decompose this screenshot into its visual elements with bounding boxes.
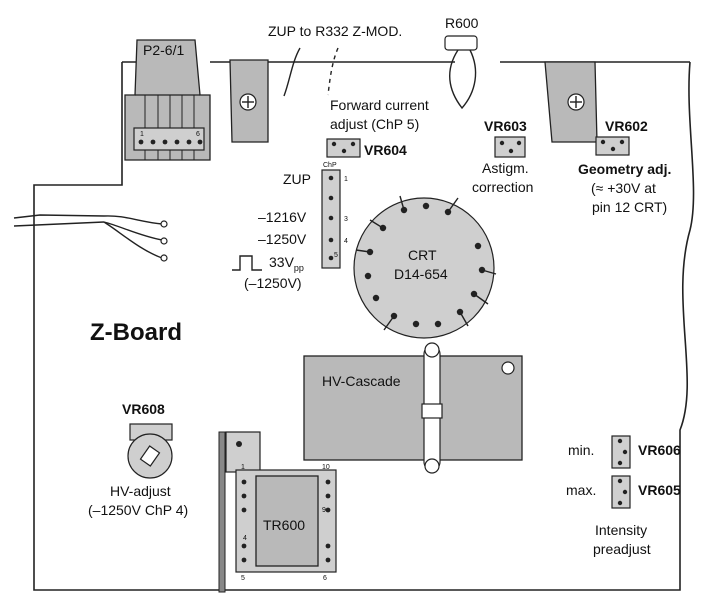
- chp-pin-4: 4: [344, 238, 348, 245]
- tr600-pin-4: 4: [243, 535, 247, 542]
- tr600-pin-9: 9: [322, 507, 326, 514]
- chp-label: ChP: [323, 162, 337, 169]
- connector-label: P2-6/1: [143, 42, 184, 58]
- intensity-line1: Intensity: [595, 522, 647, 538]
- tr600-pin-5: 5: [241, 575, 245, 582]
- tr600-pin-1: 1: [241, 464, 245, 471]
- chp-pin-5: 5: [334, 252, 338, 259]
- forward-current-line1: Forward current: [330, 97, 429, 113]
- chp-pin-3: 3: [344, 216, 348, 223]
- tr600-label: TR600: [263, 517, 305, 533]
- hv-adjust-line2: (–1250V ChP 4): [88, 502, 188, 518]
- astigm-line1: Astigm.: [482, 160, 529, 176]
- tr600: TR600 1 10 9 4 5 6: [218, 431, 337, 593]
- vr608: VR608 HV-adjust (–1250V ChP 4): [88, 401, 188, 518]
- crt-socket: CRT D14-654: [353, 195, 497, 339]
- screw-block-right: [544, 61, 598, 143]
- zup-r332-label: ZUP to R332 Z-MOD.: [268, 23, 402, 39]
- hv-cascade-label: HV-Cascade: [322, 373, 401, 389]
- z-board-title: Z-Board: [90, 319, 182, 346]
- geometry-line1: Geometry adj.: [578, 161, 671, 177]
- r600: R600: [444, 15, 479, 110]
- tr600-pin-6: 6: [323, 575, 327, 582]
- vr604: VR604: [326, 138, 407, 158]
- vr605-label: VR605: [638, 482, 681, 498]
- zup-label: ZUP: [283, 171, 311, 187]
- chp-pin-1: 1: [344, 176, 348, 183]
- vr606: min. VR606: [568, 435, 681, 469]
- max-label: max.: [566, 482, 596, 498]
- vr602-label: VR602: [605, 118, 648, 134]
- voltage-33: 33Vpp: [269, 254, 304, 273]
- crt-label-2: D14-654: [394, 266, 448, 282]
- voltage-1216: –1216V: [258, 209, 307, 225]
- connector-pin-6: 6: [196, 131, 200, 138]
- board-outline: [33, 61, 695, 591]
- vr603-label: VR603: [484, 118, 527, 134]
- hv-adjust-line1: HV-adjust: [110, 483, 171, 499]
- zup-r332-dashed: [327, 47, 339, 96]
- min-label: min.: [568, 442, 594, 458]
- vr602: VR602 Geometry adj. (≈ +30V at pin 12 CR…: [578, 118, 671, 215]
- vr606-label: VR606: [638, 442, 681, 458]
- intensity-line2: preadjust: [593, 541, 651, 557]
- tr600-pin-10: 10: [322, 464, 330, 471]
- geometry-line3: pin 12 CRT): [592, 199, 667, 215]
- vr605: max. VR605: [566, 475, 681, 509]
- hv-cascade: HV-Cascade: [303, 342, 523, 474]
- chp-strip: ZUP ChP 1 3 4 5: [283, 162, 348, 269]
- vr603: VR603 Astigm. correction: [472, 118, 533, 195]
- screw-block-left: [229, 59, 269, 143]
- vr604-label: VR604: [364, 142, 407, 158]
- connector-pin-1: 1: [140, 131, 144, 138]
- vr608-label: VR608: [122, 401, 165, 417]
- left-cables: [13, 214, 168, 262]
- zup-r332-wire: [283, 47, 301, 97]
- astigm-line2: correction: [472, 179, 533, 195]
- voltage-33-paren: (–1250V): [244, 275, 302, 291]
- voltage-1250: –1250V: [258, 231, 307, 247]
- crt-label-1: CRT: [408, 247, 437, 263]
- geometry-line2: (≈ +30V at: [591, 180, 656, 196]
- connector-p2-6-1: P2-6/1 1 6: [124, 39, 211, 161]
- forward-current-line2: adjust (ChP 5): [330, 116, 419, 132]
- r600-label: R600: [445, 15, 479, 31]
- square-wave-icon: [232, 255, 262, 271]
